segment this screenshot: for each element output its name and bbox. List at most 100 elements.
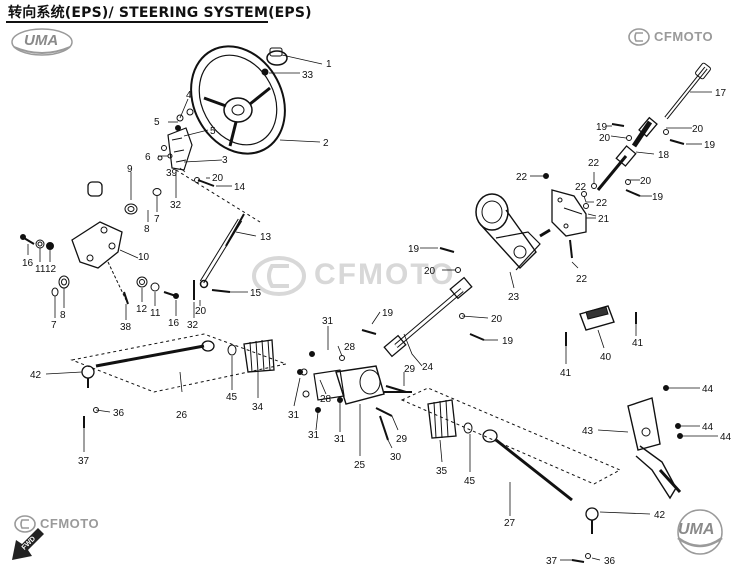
uma-emblem-icon: [677, 509, 723, 555]
bolt-16a: [20, 234, 35, 245]
title-underline: [6, 21, 268, 23]
boot-35: [427, 399, 457, 439]
callout-42b: 42: [654, 510, 666, 521]
callout-19a: 19: [596, 122, 608, 133]
callout-25: 25: [354, 460, 366, 471]
nut-20e: [625, 179, 631, 185]
callout-16b: 16: [168, 318, 180, 329]
eps-controller: [579, 305, 615, 331]
washer-11a: [35, 239, 45, 249]
bolt-22d: [583, 203, 589, 209]
callout-1: 1: [326, 59, 332, 70]
left-tie-rod-box: [70, 333, 288, 393]
callout-28b: 28: [320, 394, 332, 405]
callout-22c: 22: [575, 182, 587, 193]
callout-20d: 20: [692, 124, 704, 135]
left-tie-rod: [81, 340, 215, 388]
callout-33: 33: [302, 70, 314, 81]
callout-34: 34: [252, 402, 264, 413]
callout-42a: 42: [30, 370, 42, 381]
callout-23: 23: [508, 292, 520, 303]
bolt-29b: [375, 407, 393, 417]
callout-31c: 31: [308, 430, 320, 441]
callout-38: 38: [120, 322, 132, 333]
callout-20b: 20: [195, 306, 207, 317]
callout-31a: 31: [322, 316, 334, 327]
upper-column: [664, 62, 711, 120]
callout-43: 43: [582, 426, 594, 437]
nut-31a: [309, 351, 315, 357]
callout-40: 40: [600, 352, 612, 363]
callout-7b: 7: [51, 320, 57, 331]
callout-18: 18: [658, 150, 670, 161]
callout-35: 35: [436, 466, 448, 477]
callout-20f: 20: [424, 266, 436, 277]
nut-20d: [663, 129, 669, 135]
washer-11b: [150, 282, 160, 292]
cfmoto-logo-top: CFMOTO: [628, 27, 734, 47]
bolt-29a: [385, 385, 407, 393]
fwd-arrow: FWD: [10, 526, 46, 562]
callout-37b: 37: [546, 556, 558, 567]
bolt-19f: [469, 333, 485, 341]
callout-5b: 5: [210, 126, 216, 137]
cfmoto-watermark-emblem-icon: [252, 256, 306, 296]
eps-motor: [475, 193, 551, 271]
nut-31d: [337, 397, 343, 403]
callout-31b: 31: [288, 410, 300, 421]
nut-31c: [315, 407, 321, 413]
bolt-19c: [625, 189, 641, 197]
callout-39: 39: [166, 168, 178, 179]
cfmoto-logo-bottom: CFMOTO: [14, 514, 120, 534]
callout-22d: 22: [596, 198, 608, 209]
callout-12a: 12: [45, 264, 57, 275]
callout-32a: 32: [170, 200, 182, 211]
callout-36b: 36: [604, 556, 616, 567]
nut-33: [261, 68, 269, 76]
bolt-22b: [591, 183, 597, 189]
bolt-30: [379, 415, 389, 441]
callout-21: 21: [598, 214, 610, 225]
callout-3: 3: [222, 155, 228, 166]
nut-20c: [626, 135, 632, 141]
callout-26: 26: [176, 410, 188, 421]
ring-7a: [152, 188, 162, 196]
bolt-19d: [439, 247, 455, 253]
bolt-22e: [569, 239, 573, 259]
gas-strut: [199, 213, 245, 289]
pedal-assembly: [627, 397, 682, 500]
cfmoto-logo-text: CFMOTO: [40, 516, 100, 531]
callout-5a: 5: [154, 117, 160, 128]
upper-ujoint: [596, 116, 658, 191]
right-tie-rod: [482, 429, 599, 534]
callout-45b: 45: [464, 476, 476, 487]
callout-41b: 41: [632, 338, 644, 349]
callout-20g: 20: [491, 314, 503, 325]
ring-7b: [51, 287, 59, 297]
bolt-19b: [669, 139, 685, 145]
cfmoto-emblem-icon: [628, 28, 650, 46]
cfmoto-watermark: CFMOTO: [252, 254, 482, 298]
callout-44c: 44: [720, 432, 732, 443]
callout-14: 14: [234, 182, 246, 193]
callout-4: 4: [186, 90, 192, 101]
nut-20f: [455, 267, 461, 273]
callout-20c: 20: [599, 133, 611, 144]
bolt-15: [211, 289, 231, 293]
right-tie-rod-box: [400, 387, 622, 485]
callout-44a: 44: [702, 384, 714, 395]
wheel-cap: [266, 47, 288, 66]
callout-24: 24: [422, 362, 434, 373]
callout-22b: 22: [588, 158, 600, 169]
callout-22a: 22: [516, 172, 528, 183]
washer-12b: [136, 276, 148, 288]
callout-45a: 45: [226, 392, 238, 403]
washer-12a: [46, 242, 54, 250]
callout-22e: 22: [576, 274, 588, 285]
page-title: 转向系统(EPS)/ STEERING SYSTEM(EPS): [8, 5, 312, 21]
uma-logo-bottom: UMA: [670, 508, 730, 556]
callout-36a: 36: [113, 408, 125, 419]
callout-44b: 44: [702, 422, 714, 433]
callout-6: 6: [145, 152, 151, 163]
